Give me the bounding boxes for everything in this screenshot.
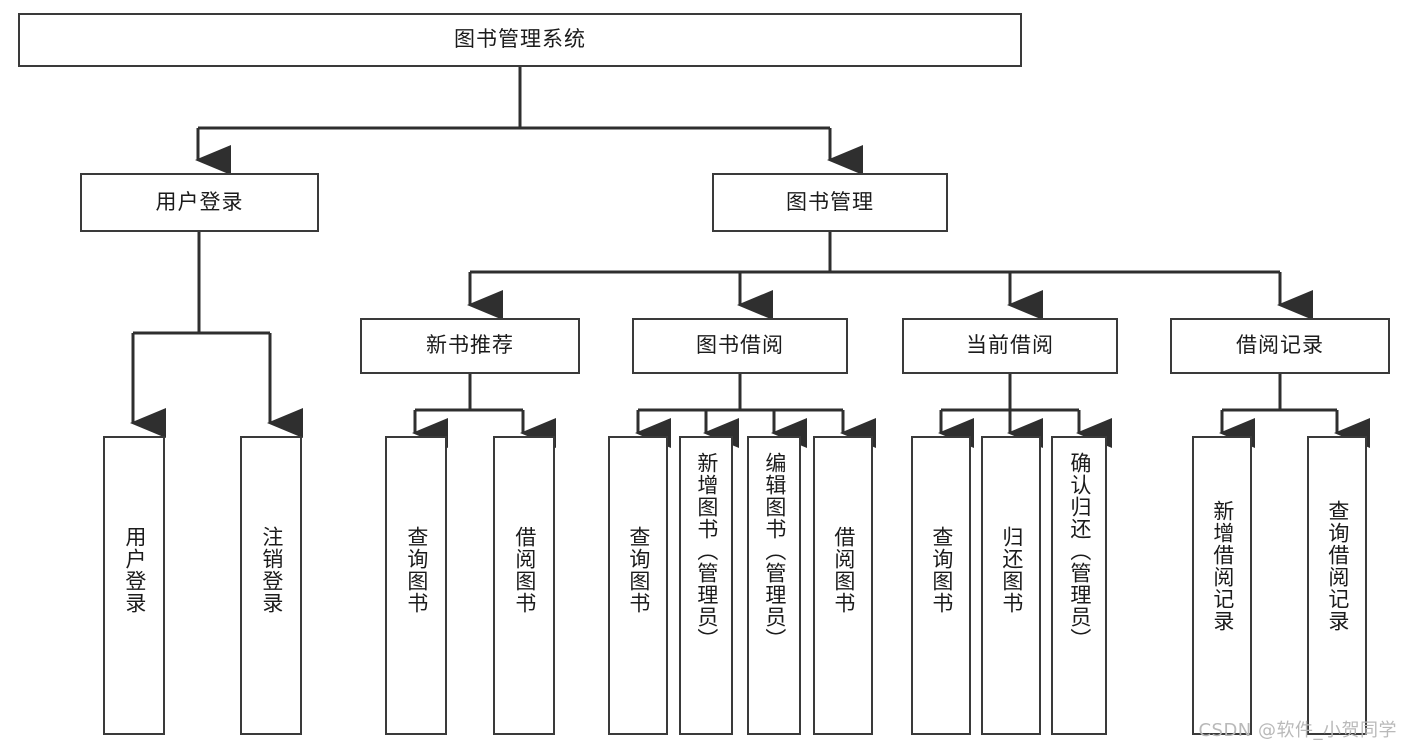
node-label: 图书管理系统 (454, 27, 586, 52)
leaf-new-book-query-books[interactable]: 查询图书 (385, 436, 447, 735)
leaf-new-book-borrow-books[interactable]: 借阅图书 (493, 436, 555, 735)
leaf-record-query-borrow-record[interactable]: 查询借阅记录 (1307, 436, 1367, 735)
leaf-user-login-login[interactable]: 用户登录 (103, 436, 165, 735)
node-new-book-recommendation[interactable]: 新书推荐 (360, 318, 580, 374)
node-label: 图书管理 (786, 189, 874, 214)
node-label: 确认归还（管理员） (1067, 452, 1092, 650)
node-label: 查询借阅记录 (1325, 500, 1350, 632)
leaf-user-login-logout[interactable]: 注销登录 (240, 436, 302, 735)
node-label: 借阅记录 (1236, 333, 1324, 358)
node-label: 查询图书 (626, 526, 651, 614)
leaf-book-borrow-borrow-books[interactable]: 借阅图书 (813, 436, 873, 735)
node-label: 查询图书 (404, 526, 429, 614)
csdn-watermark: CSDN @软件_小贺同学 (1198, 720, 1397, 741)
node-label: 借阅图书 (831, 526, 856, 614)
leaf-book-borrow-query-books[interactable]: 查询图书 (608, 436, 668, 735)
node-book-borrowing[interactable]: 图书借阅 (632, 318, 848, 374)
node-book-management[interactable]: 图书管理 (712, 173, 948, 232)
leaf-book-borrow-edit-book-admin[interactable]: 编辑图书（管理员） (747, 436, 801, 735)
node-label: 当前借阅 (966, 333, 1054, 358)
node-label: 新增图书（管理员） (694, 452, 719, 650)
node-label: 新书推荐 (426, 333, 514, 358)
node-current-borrowing[interactable]: 当前借阅 (902, 318, 1118, 374)
node-label: 借阅图书 (512, 526, 537, 614)
leaf-current-borrow-return-books[interactable]: 归还图书 (981, 436, 1041, 735)
node-user-login[interactable]: 用户登录 (80, 173, 319, 232)
node-label: 用户登录 (122, 526, 147, 614)
leaf-book-borrow-add-book-admin[interactable]: 新增图书（管理员） (679, 436, 733, 735)
node-label: 归还图书 (999, 526, 1024, 614)
node-label: 用户登录 (155, 189, 244, 214)
node-root-book-management-system[interactable]: 图书管理系统 (18, 13, 1022, 67)
leaf-record-add-borrow-record[interactable]: 新增借阅记录 (1192, 436, 1252, 735)
node-label: 查询图书 (929, 526, 954, 614)
node-label: 注销登录 (259, 526, 284, 614)
leaf-current-borrow-query-books[interactable]: 查询图书 (911, 436, 971, 735)
leaf-current-borrow-confirm-return-admin[interactable]: 确认归还（管理员） (1051, 436, 1107, 735)
node-label: 图书借阅 (696, 333, 784, 358)
node-borrow-records[interactable]: 借阅记录 (1170, 318, 1390, 374)
node-label: 新增借阅记录 (1210, 500, 1235, 632)
node-label: 编辑图书（管理员） (762, 452, 787, 650)
